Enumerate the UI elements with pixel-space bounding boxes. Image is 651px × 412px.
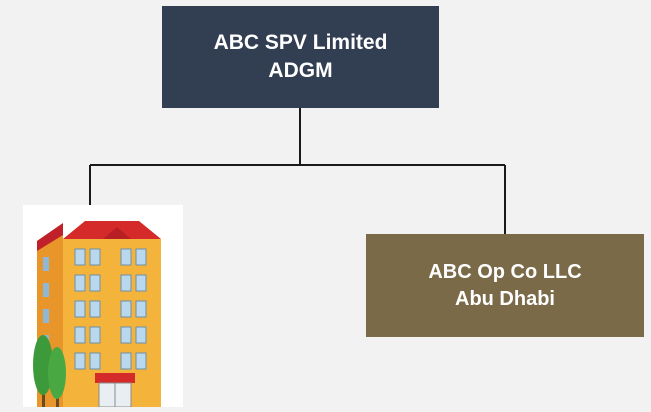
building-icon bbox=[23, 205, 183, 408]
child-entity-jurisdiction: Abu Dhabi bbox=[455, 287, 555, 310]
parent-entity-box: ABC SPV Limited ADGM bbox=[162, 6, 439, 108]
parent-entity-name: ABC SPV Limited bbox=[213, 31, 388, 54]
child-entity-name: ABC Op Co LLC bbox=[428, 260, 582, 283]
child-entity-box: ABC Op Co LLC Abu Dhabi bbox=[366, 234, 644, 337]
parent-entity-jurisdiction: ADGM bbox=[268, 59, 333, 82]
